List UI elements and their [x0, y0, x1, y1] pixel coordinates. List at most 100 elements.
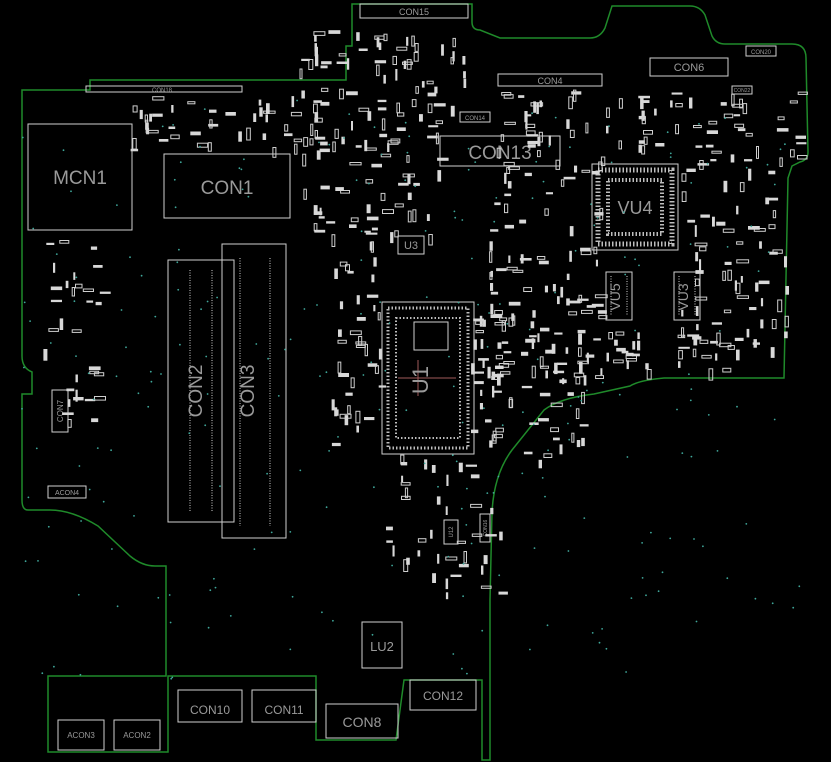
via	[695, 620, 698, 623]
via	[384, 369, 387, 372]
smd-pad	[581, 309, 593, 314]
via	[79, 673, 82, 676]
via	[284, 348, 286, 351]
smd-pad	[139, 109, 143, 120]
smd-pad	[390, 138, 401, 144]
chip-u12: U12	[443, 519, 459, 545]
smd-pad	[569, 129, 575, 139]
smd-pad	[586, 305, 596, 308]
smd-pad	[374, 35, 385, 40]
smd-pad	[314, 35, 317, 42]
smd-pad	[326, 221, 336, 224]
smd-pad	[500, 371, 511, 375]
smd-pad	[358, 107, 370, 112]
smd-pad	[508, 255, 511, 263]
via	[645, 594, 647, 597]
via	[702, 545, 704, 548]
smd-pad	[374, 365, 379, 374]
smd-pad	[723, 180, 728, 193]
smd-pad	[524, 114, 532, 117]
smd-pad	[294, 143, 298, 155]
via	[362, 374, 365, 376]
smd-pad	[82, 288, 95, 292]
via	[657, 590, 660, 593]
smd-pad	[724, 261, 732, 265]
smd-pad	[695, 252, 699, 262]
smd-pad	[75, 283, 83, 289]
smd-pad	[482, 319, 486, 327]
smd-pad	[490, 314, 503, 318]
smd-pad	[797, 91, 808, 95]
via	[423, 462, 426, 465]
via	[199, 145, 201, 148]
via	[70, 190, 72, 193]
via	[303, 308, 306, 310]
smd-pad	[746, 328, 750, 338]
via	[206, 300, 209, 303]
via	[448, 355, 450, 358]
via	[591, 632, 594, 634]
via	[596, 216, 599, 219]
via	[379, 301, 381, 303]
smd-pad	[366, 204, 371, 214]
smd-pad	[706, 130, 718, 134]
via	[219, 485, 221, 488]
via	[37, 560, 39, 562]
smd-pad	[490, 283, 494, 291]
via	[601, 381, 604, 384]
via	[477, 303, 479, 306]
smd-pad	[569, 300, 581, 304]
chip-vu4: VU4	[591, 163, 679, 251]
smd-pad	[678, 361, 681, 368]
smd-pad	[552, 284, 556, 292]
via	[460, 507, 463, 510]
smd-pad	[356, 32, 360, 41]
via	[360, 230, 363, 233]
via	[378, 408, 381, 411]
smd-pad	[585, 354, 595, 358]
via	[328, 450, 330, 452]
via	[328, 143, 331, 146]
smd-pad	[463, 551, 467, 564]
smd-pad	[608, 332, 613, 340]
via	[240, 168, 243, 171]
smd-pad	[790, 149, 795, 158]
via	[404, 121, 407, 124]
via	[255, 343, 258, 345]
smd-pad	[699, 339, 709, 344]
smd-pad	[537, 333, 540, 343]
smd-pad	[723, 309, 732, 314]
con11-label: CON11	[264, 703, 303, 717]
via	[531, 112, 533, 115]
lu2-label: LU2	[370, 639, 394, 654]
smd-pad	[339, 88, 344, 100]
smd-pad	[681, 191, 687, 203]
smd-pad	[736, 205, 739, 215]
via	[690, 182, 693, 184]
via	[29, 320, 31, 322]
acon3-label: ACON3	[67, 731, 95, 740]
smd-pad	[734, 280, 737, 291]
via	[316, 304, 318, 306]
via	[716, 450, 719, 452]
smd-pad	[350, 377, 355, 389]
via	[87, 372, 90, 375]
smd-pad	[710, 340, 718, 344]
smd-pad	[341, 136, 345, 145]
smd-pad	[563, 176, 576, 180]
via	[360, 312, 362, 315]
via	[451, 454, 454, 457]
via	[750, 225, 753, 228]
via	[529, 648, 531, 651]
smd-pad	[377, 312, 381, 321]
via	[669, 156, 672, 159]
con2-label: CON2	[186, 365, 207, 418]
smd-pad	[490, 291, 499, 295]
connector-con13: CON13	[439, 135, 561, 167]
smd-pad	[532, 310, 536, 318]
smd-pad	[573, 89, 577, 102]
smd-pad	[489, 272, 493, 280]
via	[707, 414, 710, 416]
smd-pad	[378, 42, 382, 50]
smd-pad	[319, 207, 322, 216]
